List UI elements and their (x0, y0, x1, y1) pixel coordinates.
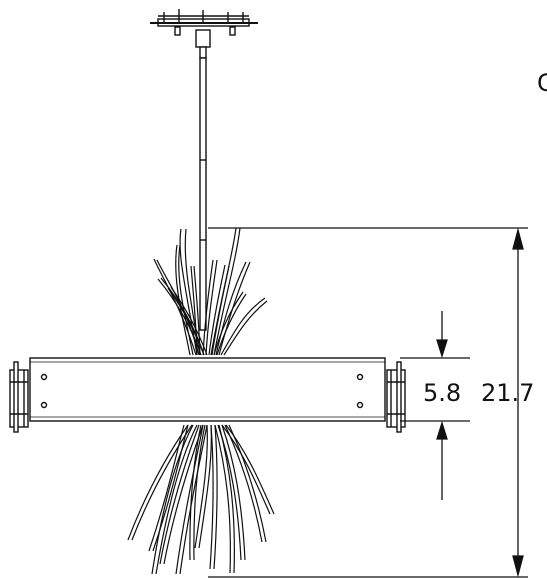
right-bracket (386, 361, 406, 433)
ceiling-canopy (150, 9, 258, 59)
arrow-up-shade-height (436, 420, 448, 440)
overall-height-label: 21.7 (481, 379, 534, 407)
dimension-lines (208, 227, 528, 578)
shade-height-label: 5.8 (423, 379, 461, 407)
downrod (199, 57, 207, 331)
left-bracket (9, 361, 29, 433)
cropped-label: C (537, 69, 547, 97)
upper-branches (153, 227, 268, 356)
arrow-up-overall (512, 227, 524, 250)
lower-branches (127, 424, 275, 575)
arrow-down-shade-height (436, 339, 448, 359)
drum-shade (9, 357, 406, 433)
arrow-down-overall (512, 555, 524, 578)
